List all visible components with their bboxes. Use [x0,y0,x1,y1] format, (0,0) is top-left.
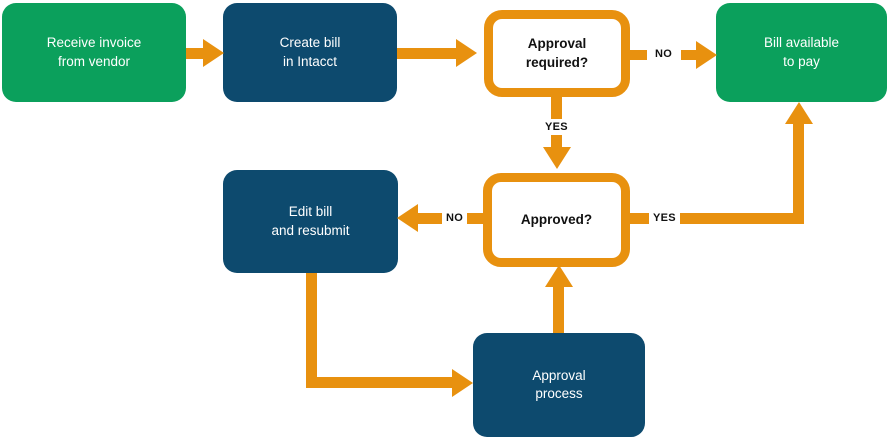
node-approval-required-label: Approval required? [525,36,589,70]
node-bill-available: Bill available to pay [716,3,887,102]
edge-label-approved-yes: YES [649,210,680,226]
node-edit-bill: Edit bill and resubmit [223,170,398,273]
arrow-edit-to-process-shaft-v [306,273,317,388]
node-receive-invoice-label: Receive invoice from vendor [46,35,142,69]
node-receive-invoice: Receive invoice from vendor [2,3,186,102]
arrow-process-to-approved-head [545,265,573,287]
edge-label-approved-no: NO [442,210,468,226]
edge-label-approval-required-no: NO [651,46,677,62]
arrow-no-to-bill-available-head [696,41,717,69]
arrow-process-to-approved-shaft [553,287,564,333]
arrow-approved-yes-shaft-v [793,122,804,224]
arrow-create-to-approval-required-shaft [397,48,457,59]
arrow-create-to-approval-required-head [456,39,477,67]
node-create-bill: Create bill in Intacct [223,3,397,102]
node-approved-label: Approved? [520,211,593,227]
node-create-bill-label: Create bill in Intacct [279,35,341,69]
arrow-approved-yes-shaft-h [630,213,802,224]
node-approval-process: Approval process [473,333,645,437]
arrow-approved-yes-head [785,102,813,124]
node-bill-available-label: Bill available to pay [763,35,840,69]
node-approval-process-label: Approval process [532,367,586,401]
arrow-edit-to-process-head [452,369,473,397]
arrow-edit-to-process-shaft-h [306,377,453,388]
edge-label-approval-required-yes: YES [541,119,572,135]
arrow-receive-to-create-head [203,39,224,67]
arrow-approval-required-yes-head [543,147,571,169]
arrow-receive-to-create-shaft [186,48,206,59]
arrow-approval-required-no-stub [630,50,647,60]
node-approved: Approved? [483,173,630,267]
arrow-approved-no-head [397,204,418,232]
node-edit-bill-label: Edit bill and resubmit [271,204,350,238]
node-approval-required: Approval required? [484,10,630,97]
arrow-no-to-bill-available-shaft [681,50,698,60]
